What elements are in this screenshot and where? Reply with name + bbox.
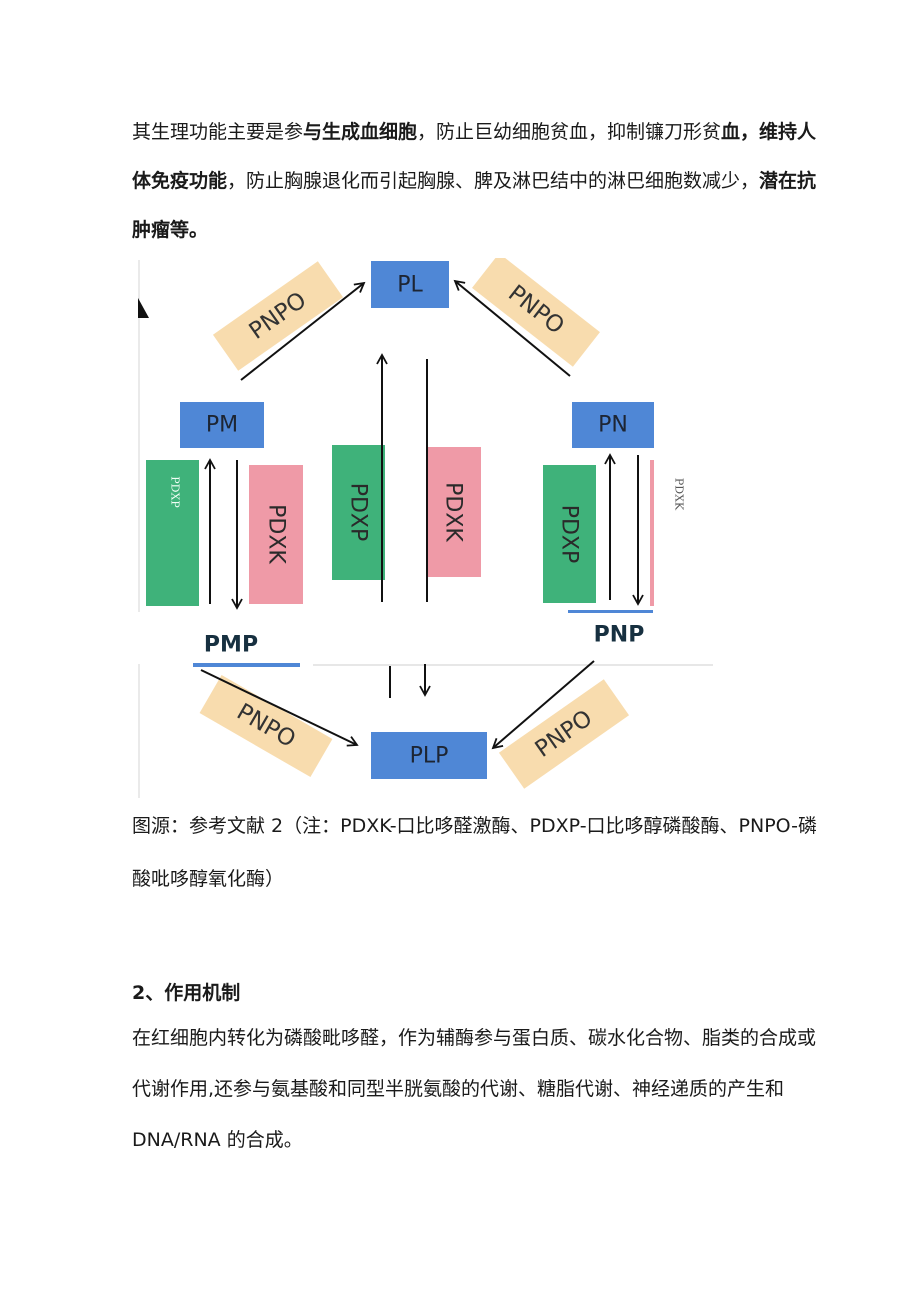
pdxp-center-label: PDXP — [346, 483, 371, 542]
pdxk-left-bar — [249, 465, 303, 604]
pdxk-left-label: PDXK — [264, 504, 289, 564]
diagram-gap — [138, 612, 713, 664]
pdxk-right-label: PDXK — [673, 478, 686, 511]
pdxk-center-bar — [426, 447, 481, 577]
section-body: 在红细胞内转化为磷酸毗哆醛，作为辅酶参与蛋白质、碳水化合物、脂类的合成或代谢作用… — [132, 1027, 817, 1151]
pnp-label: PNP — [594, 623, 645, 648]
section-heading: 2、作用机制 — [132, 982, 241, 1004]
pl-box — [371, 261, 449, 308]
intro-text-1: 其生理功能主要是参 — [132, 121, 304, 143]
pn-label: PN — [598, 413, 628, 438]
intro-bold-3: 潜在抗肿瘤等。 — [132, 170, 817, 241]
pdxp-left-label: PDXP — [169, 476, 182, 508]
intro-text-2: ，防止巨幼细胞贫血，抑制镰刀形贫 — [417, 121, 722, 143]
pm-box — [180, 402, 264, 448]
pdxp-right-bar — [543, 465, 596, 603]
pnpo-bottom-right-tag: PNPO — [498, 679, 630, 789]
intro-bold-2: 血，维持人体免疫功能 — [132, 121, 817, 192]
arrow-pmp-to-plp — [200, 669, 359, 747]
pdxp-left-bar — [146, 460, 199, 606]
pm-label: PM — [206, 413, 238, 438]
figure-caption: 图源：参考文献 2（注：PDXK-口比哆醛激酶、PDXP-口比哆醇磷酸酶、PNP… — [132, 815, 818, 890]
pnp-bar — [568, 610, 653, 613]
pdxk-right-bar — [650, 460, 654, 606]
arrow-pnp-to-plp — [491, 660, 595, 750]
pdxp-right-label: PDXP — [557, 505, 582, 564]
pl-label: PL — [397, 273, 423, 298]
intro-text-3: ，防止胸腺退化而引起胸腺、脾及淋巴结中的淋巴细胞数减少， — [227, 170, 760, 192]
arrow-pn-to-pl — [453, 279, 571, 377]
vitamin-b6-pathway-diagram: PNPO PNPO PNPO PNPO PL PM PN PLP PMP PNP… — [138, 258, 713, 798]
pmp-bar — [193, 663, 300, 667]
pdxk-center-label: PDXK — [441, 482, 466, 542]
pn-box — [572, 402, 654, 448]
pmp-label: PMP — [204, 633, 258, 658]
intro-bold-1: 与生成血细胞 — [303, 121, 418, 143]
arrow-pm-to-pl — [240, 281, 366, 381]
plp-label: PLP — [410, 744, 449, 769]
plp-box — [371, 732, 487, 779]
intro-paragraph: 其生理功能主要是参与生成血细胞，防止巨幼细胞贫血，抑制镰刀形贫血，维持人体免疫功… — [132, 108, 822, 255]
corner-triangle-icon — [138, 298, 149, 318]
pdxp-center-bar — [332, 445, 385, 580]
